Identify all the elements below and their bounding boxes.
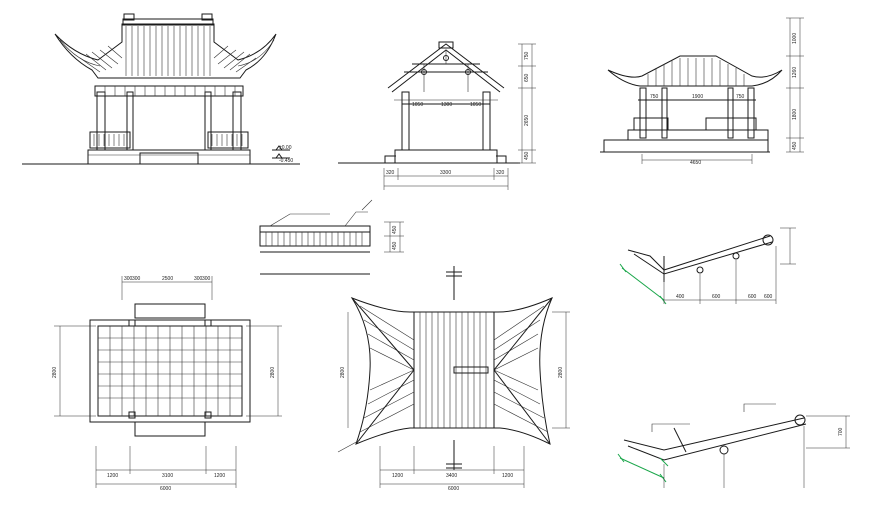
- section-dim-right-4: 450: [524, 151, 530, 160]
- side-dim-mid-3: 750: [736, 94, 745, 100]
- side-dim-mid-2: 1900: [692, 94, 703, 100]
- side-elevation: 750 1900 750 4650 1000 1260 1800 450: [600, 17, 804, 166]
- level-top-label: ±0.00: [279, 145, 292, 151]
- section-dim-bottom-2: 3300: [440, 170, 451, 176]
- eave-upper-dim-4: 600: [764, 294, 773, 300]
- eave-upper-dim-3: 600: [748, 294, 757, 300]
- plan-dim-top-2: 300: [132, 276, 141, 282]
- plan-dim-top-4: 300: [194, 276, 203, 282]
- plan-dim-bottom-1: 1200: [107, 473, 118, 479]
- plan-dim-top-5: 300: [202, 276, 211, 282]
- section-dim-mid-1: 1050: [412, 102, 423, 108]
- section-dim-mid-2: 1300: [441, 102, 452, 108]
- side-dim-right-1: 1000: [792, 33, 798, 44]
- level-bottom-label: -0.450: [279, 158, 293, 164]
- side-dim-mid-1: 750: [650, 94, 659, 100]
- railing-dim-1: 450: [392, 225, 398, 234]
- side-dim-right-3: 1800: [792, 109, 798, 120]
- plan-dim-right: 2800: [270, 367, 276, 378]
- roof-dim-bottom-3: 1200: [502, 473, 513, 479]
- side-dim-bottom: 4650: [690, 160, 701, 166]
- eave-detail-lower: 700: [617, 403, 850, 488]
- roof-dim-right: 2800: [558, 367, 564, 378]
- eave-lower-dim: 700: [838, 427, 844, 436]
- floor-plan: 300 300 2500 300 300 2800 2800 1200 3100…: [52, 276, 282, 492]
- eave-upper-dim-1: 400: [676, 294, 685, 300]
- side-dim-right-2: 1260: [792, 67, 798, 78]
- railing-detail: 450 450: [259, 199, 404, 275]
- section-dim-right-2: 650: [524, 73, 530, 82]
- section-dim-bottom-1: 320: [386, 170, 395, 176]
- section-dim-bottom-3: 320: [496, 170, 505, 176]
- roof-dim-bottom-1: 1200: [392, 473, 403, 479]
- plan-dim-total: 6000: [160, 486, 171, 492]
- plan-dim-top-1: 300: [124, 276, 133, 282]
- roof-dim-bottom-2: 3400: [446, 473, 457, 479]
- cross-section: 1050 1300 1050 320 3300 320 750 650 2650…: [338, 41, 536, 190]
- eave-detail-upper: 400 600 600 600: [619, 227, 796, 305]
- roof-dim-total: 6000: [448, 486, 459, 492]
- front-elevation: ±0.00 -0.450: [22, 13, 300, 165]
- section-dim-mid-3: 1050: [470, 102, 481, 108]
- side-dim-right-4: 450: [792, 141, 798, 150]
- eave-upper-dim-2: 600: [712, 294, 721, 300]
- plan-dim-bottom-3: 1200: [214, 473, 225, 479]
- plan-dim-top-3: 2500: [162, 276, 173, 282]
- section-dim-right-3: 2650: [524, 115, 530, 126]
- roof-plan: 2800 2800 1200 3400 1200 6000: [337, 266, 570, 492]
- railing-dim-2: 450: [392, 241, 398, 250]
- section-dim-right-1: 750: [524, 51, 530, 60]
- roof-dim-left: 2800: [340, 367, 346, 378]
- plan-dim-bottom-2: 3100: [162, 473, 173, 479]
- plan-dim-left: 2800: [52, 367, 58, 378]
